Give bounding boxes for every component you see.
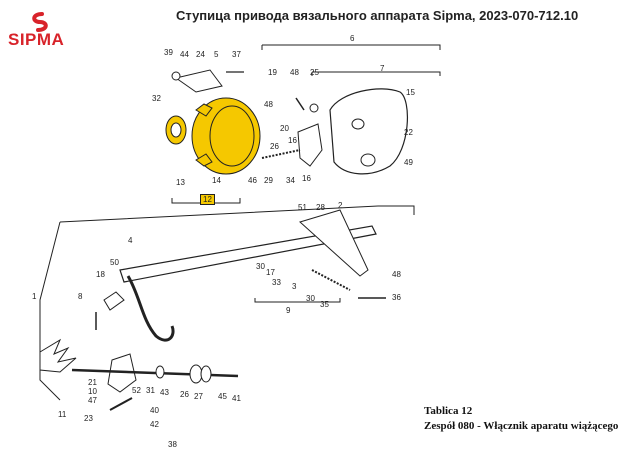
lever-16	[297, 123, 323, 167]
part-label: 29	[264, 176, 273, 185]
part-label: 50	[110, 258, 119, 267]
sipma-logo	[32, 12, 48, 32]
part-label: 31	[146, 386, 155, 395]
spring-34	[261, 149, 301, 159]
part-label: 40	[150, 406, 159, 415]
knife-11	[39, 338, 77, 373]
linkage-44-24	[174, 69, 223, 93]
main-lever-4	[119, 225, 377, 283]
group-bracket-7	[311, 71, 441, 76]
part-label: 21	[88, 378, 97, 387]
part-label: 39	[164, 48, 173, 57]
page-title: Ступица привода вязального аппарата Sipm…	[176, 8, 579, 23]
part-label: 27	[194, 392, 203, 401]
part-label: 38	[168, 440, 177, 449]
part-label: 51	[298, 203, 307, 212]
spring-35	[311, 269, 351, 291]
part-label: 2	[338, 201, 343, 210]
part-label: 14	[212, 176, 221, 185]
arm-3	[299, 209, 369, 277]
part-label: 7	[380, 64, 385, 73]
part-label: 9	[286, 306, 291, 315]
part-label: 26	[180, 390, 189, 399]
part-label: 16	[288, 136, 297, 145]
part-label: 11	[58, 410, 67, 419]
part-label: 37	[232, 50, 241, 59]
plate-title: Tablica 12	[424, 405, 473, 417]
part-label: 36	[392, 293, 401, 302]
group-bracket-6	[261, 44, 441, 50]
part-label: 52	[132, 386, 141, 395]
handle-18	[103, 291, 125, 311]
part-label: 44	[180, 50, 189, 59]
part-label: 48	[264, 100, 273, 109]
drive-hub-assembly[interactable]	[165, 97, 261, 175]
rod-23	[109, 397, 133, 411]
part-label: 32	[152, 94, 161, 103]
part-label: 3	[292, 282, 297, 291]
part-label: 46	[248, 176, 257, 185]
part-label: 30	[306, 294, 315, 303]
part-label: 33	[272, 278, 281, 287]
part-label: 1	[32, 292, 37, 301]
assembly-outline-left	[39, 221, 61, 401]
assembly-outline	[59, 205, 415, 223]
part-label: 13	[176, 178, 185, 187]
part-label: 20	[280, 124, 289, 133]
part-label: 49	[404, 158, 413, 167]
hook-50	[126, 275, 175, 342]
part-label: 25	[310, 68, 319, 77]
part-label: 6	[350, 34, 355, 43]
part-label: 41	[232, 394, 241, 403]
plate-subtitle: Zespół 080 - Włącznik aparatu wiążącego	[424, 420, 619, 432]
part-label: 18	[96, 270, 105, 279]
group-bracket-9	[254, 298, 341, 303]
part-label: 42	[150, 420, 159, 429]
part-label: 34	[286, 176, 295, 185]
part-label: 43	[160, 388, 169, 397]
part-label: 47	[88, 396, 97, 405]
sipma-logo-swoosh-icon	[32, 12, 48, 32]
part-label: 35	[320, 300, 329, 309]
part-label: 24	[196, 50, 205, 59]
part-label: 23	[84, 414, 93, 423]
brand-name: SIPMA	[8, 30, 65, 49]
part-label: 28	[316, 203, 325, 212]
part-label: 10	[88, 387, 97, 396]
highlight-label-12: 12	[200, 194, 215, 205]
part-label: 15	[406, 88, 415, 97]
part-label: 26	[270, 142, 279, 151]
part-label: 48	[290, 68, 299, 77]
part-label: 22	[404, 128, 413, 137]
cover-plate	[329, 88, 409, 175]
part-label: 45	[218, 392, 227, 401]
hub-gear-inner	[209, 105, 255, 167]
part-label: 19	[268, 68, 277, 77]
part-label: 8	[78, 292, 83, 301]
part-label: 5	[214, 50, 219, 59]
part-label: 17	[266, 268, 275, 277]
part-label: 4	[128, 236, 133, 245]
part-label: 16	[302, 174, 311, 183]
part-label: 48	[392, 270, 401, 279]
part-label: 30	[256, 262, 265, 271]
